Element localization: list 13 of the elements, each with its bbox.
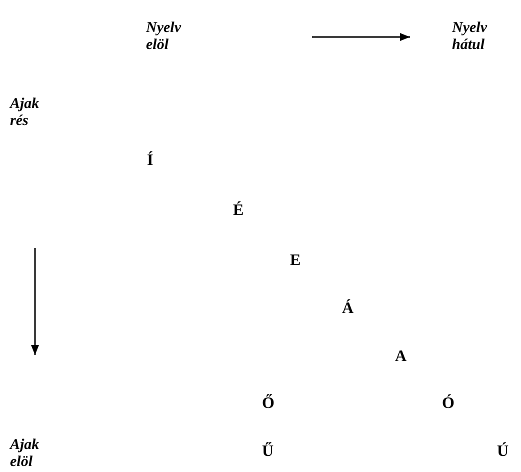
- axis-label: Nyelv elöl: [146, 20, 182, 54]
- vowel-letter: E: [290, 252, 301, 270]
- vowel-letter: Ű: [262, 443, 274, 461]
- axis-label: Ajak elöl: [10, 437, 40, 471]
- axis-label: Nyelv hátul: [452, 20, 488, 54]
- vowel-letter: Ő: [262, 395, 274, 413]
- vowel-letter: Í: [147, 152, 154, 170]
- vowel-letter: Ó: [442, 395, 454, 413]
- axis-label: Ajak rés: [10, 96, 40, 130]
- vowel-letter: É: [233, 202, 244, 220]
- vowel-letter: Ú: [497, 443, 509, 461]
- vowel-letter: Á: [342, 300, 354, 318]
- vowel-letter: A: [395, 348, 407, 366]
